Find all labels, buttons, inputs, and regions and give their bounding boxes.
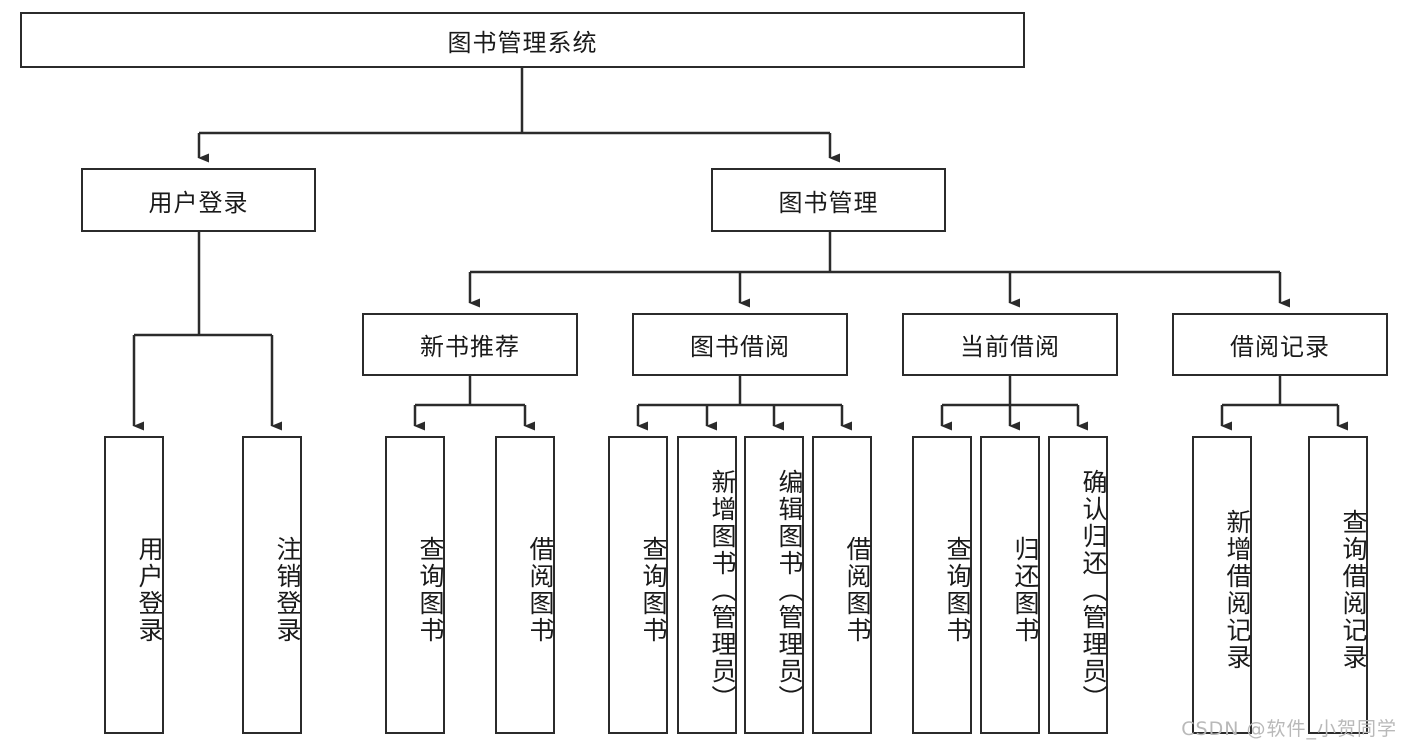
node-borrow-record[interactable]: 借阅记录 [1172,313,1388,376]
node-root[interactable]: 图书管理系统 [20,12,1025,68]
leaf-record-query[interactable]: 查询借阅记录 [1308,436,1368,734]
node-new-book-recommend[interactable]: 新书推荐 [362,313,578,376]
leaf-current-return-book[interactable]: 归还图书 [980,436,1040,734]
leaf-record-add[interactable]: 新增借阅记录 [1192,436,1252,734]
node-book-borrow[interactable]: 图书借阅 [632,313,848,376]
leaf-current-query-book[interactable]: 查询图书 [912,436,972,734]
leaf-borrow-edit-book[interactable]: 编辑图书（管理员） [744,436,804,734]
leaf-borrow-borrow-book[interactable]: 借阅图书 [812,436,872,734]
leaf-borrow-query-book[interactable]: 查询图书 [608,436,668,734]
node-current-borrow[interactable]: 当前借阅 [902,313,1118,376]
csdn-watermark: CSDN @软件_小贺同学 [1181,718,1397,740]
node-user-login[interactable]: 用户登录 [81,168,316,232]
leaf-borrow-add-book[interactable]: 新增图书（管理员） [677,436,737,734]
leaf-newbook-query-book[interactable]: 查询图书 [385,436,445,734]
leaf-logout[interactable]: 注销登录 [242,436,302,734]
leaf-user-login[interactable]: 用户登录 [104,436,164,734]
leaf-current-confirm-return[interactable]: 确认归还（管理员） [1048,436,1108,734]
node-book-manage[interactable]: 图书管理 [711,168,946,232]
leaf-newbook-borrow-book[interactable]: 借阅图书 [495,436,555,734]
